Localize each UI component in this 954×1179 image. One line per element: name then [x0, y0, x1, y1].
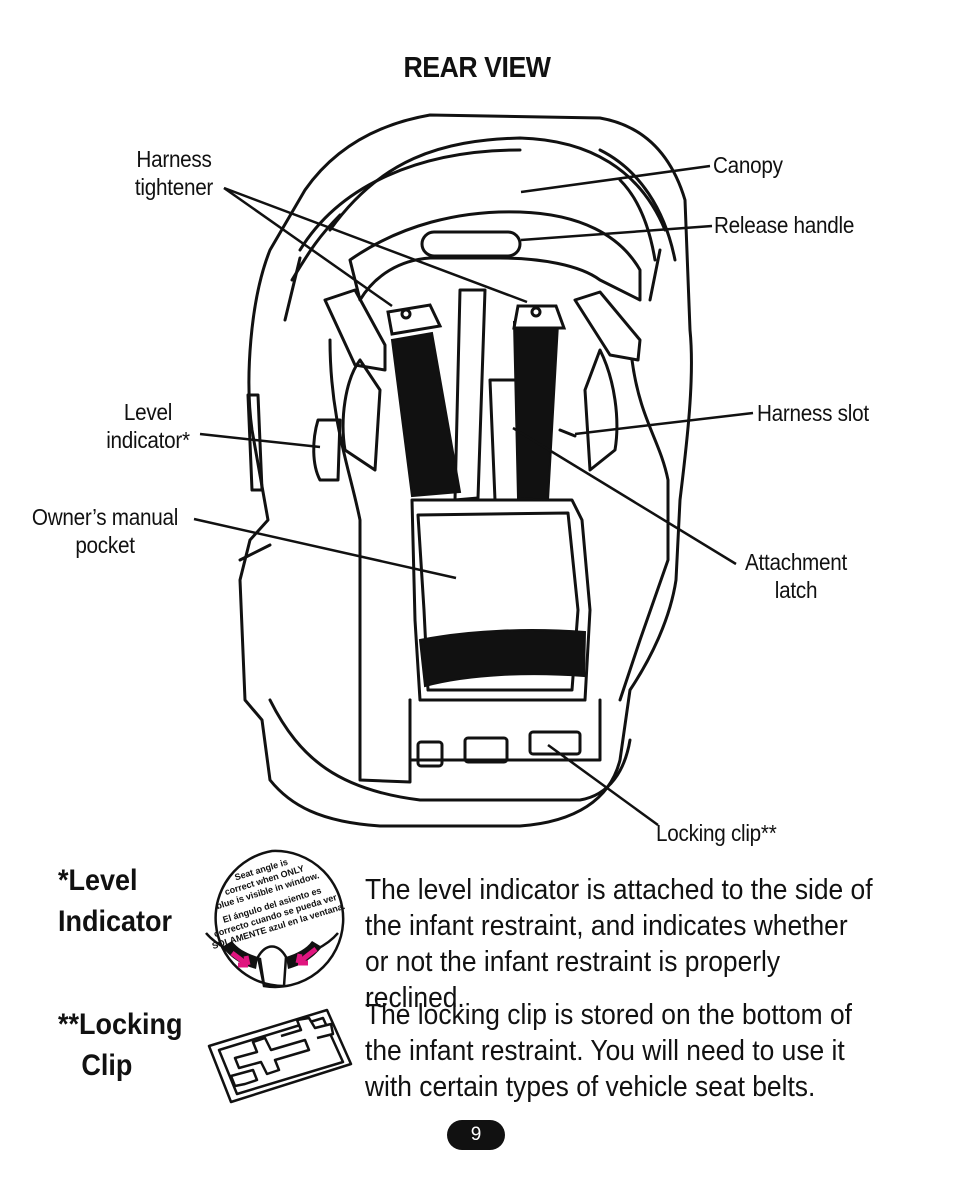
locking-clip-illustration — [207, 1008, 353, 1104]
label-locking-clip: Locking clip** — [656, 820, 777, 846]
page-title: REAR VIEW — [403, 52, 551, 84]
label-level-indicator: Level indicator* — [98, 398, 199, 454]
seat-shell-outline — [238, 113, 693, 828]
heading-line: Indicator — [58, 905, 173, 938]
harness-strap-right — [512, 320, 560, 502]
level-indicator-heading: *Level Indicator — [58, 860, 172, 942]
level-indicator-description: The level indicator is attached to the s… — [365, 874, 873, 1014]
manual-pocket-outline — [410, 498, 592, 702]
harness-tightener-right-buckle — [512, 304, 567, 330]
heading-line: Clip — [81, 1049, 133, 1082]
locking-clip-description: The locking clip is stored on the bottom… — [365, 999, 853, 1103]
heading-line: **Locking — [58, 1008, 183, 1041]
label-canopy: Canopy — [713, 152, 783, 178]
locking-clip-heading: **Locking Clip — [58, 1004, 183, 1086]
label-line: indicator* — [106, 427, 190, 453]
label-line: Attachment — [744, 549, 848, 575]
harness-strap-left — [390, 331, 462, 498]
label-release-handle: Release handle — [714, 212, 855, 238]
arrow-right-icon — [295, 947, 318, 966]
label-line: Harness — [136, 146, 212, 172]
label-line: tightener — [134, 174, 214, 200]
label-line: Level — [123, 399, 173, 425]
label-harness-tightener: Harness tightener — [124, 145, 225, 201]
harness-tightener-left-buckle — [386, 303, 443, 336]
label-owners-manual-pocket: Owner’s manual pocket — [20, 503, 191, 559]
arrow-left-icon — [230, 951, 251, 968]
level-indicator-sticker: Seat angle is correct when ONLY blue is … — [205, 849, 346, 989]
release-handle-shape — [420, 230, 522, 258]
car-seat-rear-view-diagram — [193, 113, 754, 828]
label-harness-slot: Harness slot — [757, 400, 869, 426]
level-indicator-shape — [312, 418, 342, 482]
pocket-strap — [418, 629, 587, 688]
label-line: latch — [774, 577, 818, 603]
page-number-badge: 9 — [447, 1120, 505, 1150]
label-line: Owner’s manual — [31, 504, 179, 530]
seat-back-rim — [348, 210, 642, 302]
heading-line: *Level — [58, 864, 138, 897]
label-line: pocket — [75, 532, 135, 558]
label-attachment-latch: Attachment latch — [737, 548, 856, 604]
